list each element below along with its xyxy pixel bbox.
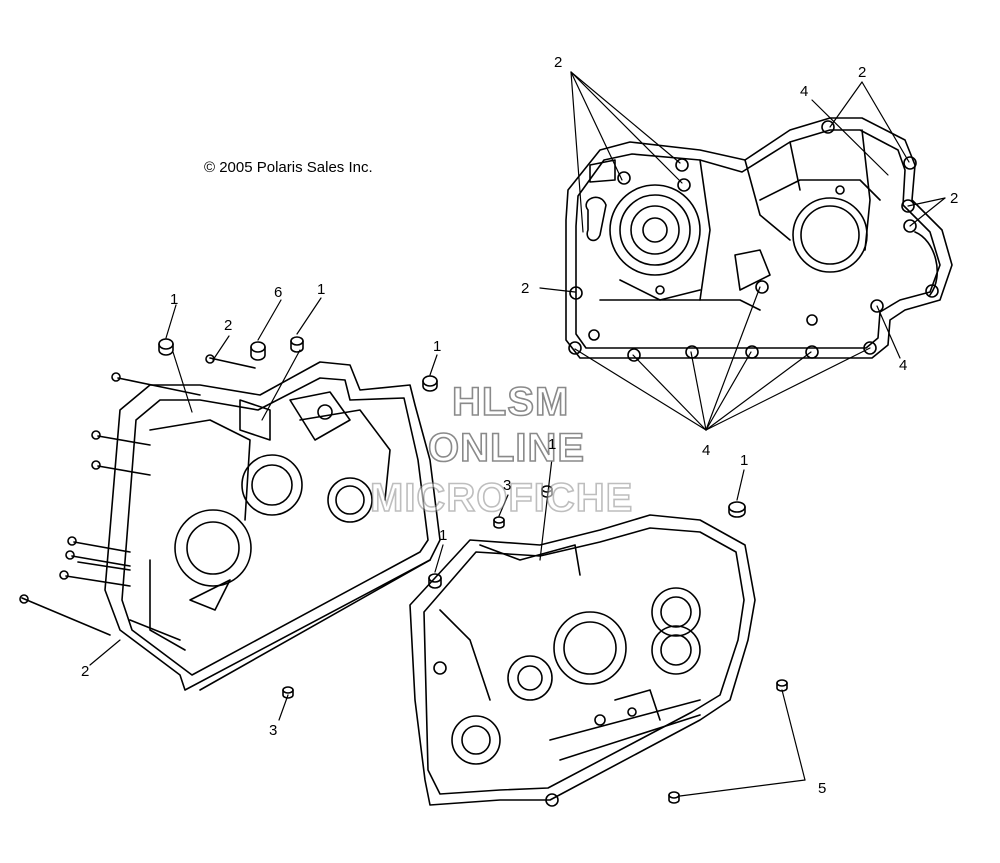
watermark-line-3: MICROFICHE bbox=[369, 476, 634, 520]
callout-label: 2 bbox=[81, 663, 90, 680]
callout-label: 2 bbox=[521, 280, 530, 297]
callout-label: 3 bbox=[269, 722, 278, 739]
callout-label: 1 bbox=[170, 291, 179, 308]
callout-label: 1 bbox=[433, 338, 442, 355]
crankcase-half-left bbox=[19, 354, 441, 691]
watermark-line-1: HLSM bbox=[451, 380, 570, 424]
callout-label: 1 bbox=[548, 436, 557, 453]
callout-label: 2 bbox=[858, 64, 867, 81]
leader-lines bbox=[89, 71, 946, 797]
callout-label: 4 bbox=[702, 442, 711, 459]
copyright-text: © 2005 Polaris Sales Inc. bbox=[204, 159, 373, 176]
crankcase-half-bottom-right bbox=[409, 514, 756, 807]
callout-label: 2 bbox=[224, 317, 233, 334]
watermark-line-2: ONLINE bbox=[427, 426, 586, 470]
callout-label: 1 bbox=[317, 281, 326, 298]
callout-label: 1 bbox=[740, 452, 749, 469]
callout-label: 2 bbox=[554, 54, 563, 71]
callout-label: 4 bbox=[800, 83, 809, 100]
callout-label: 4 bbox=[899, 357, 908, 374]
callout-label: 5 bbox=[818, 780, 827, 797]
callout-label: 6 bbox=[274, 284, 283, 301]
callout-label: 1 bbox=[439, 527, 448, 544]
callout-label: 2 bbox=[950, 190, 959, 207]
dowel-pins bbox=[158, 336, 788, 804]
callout-label: 3 bbox=[503, 477, 512, 494]
crankcase-half-top-right bbox=[565, 117, 953, 362]
